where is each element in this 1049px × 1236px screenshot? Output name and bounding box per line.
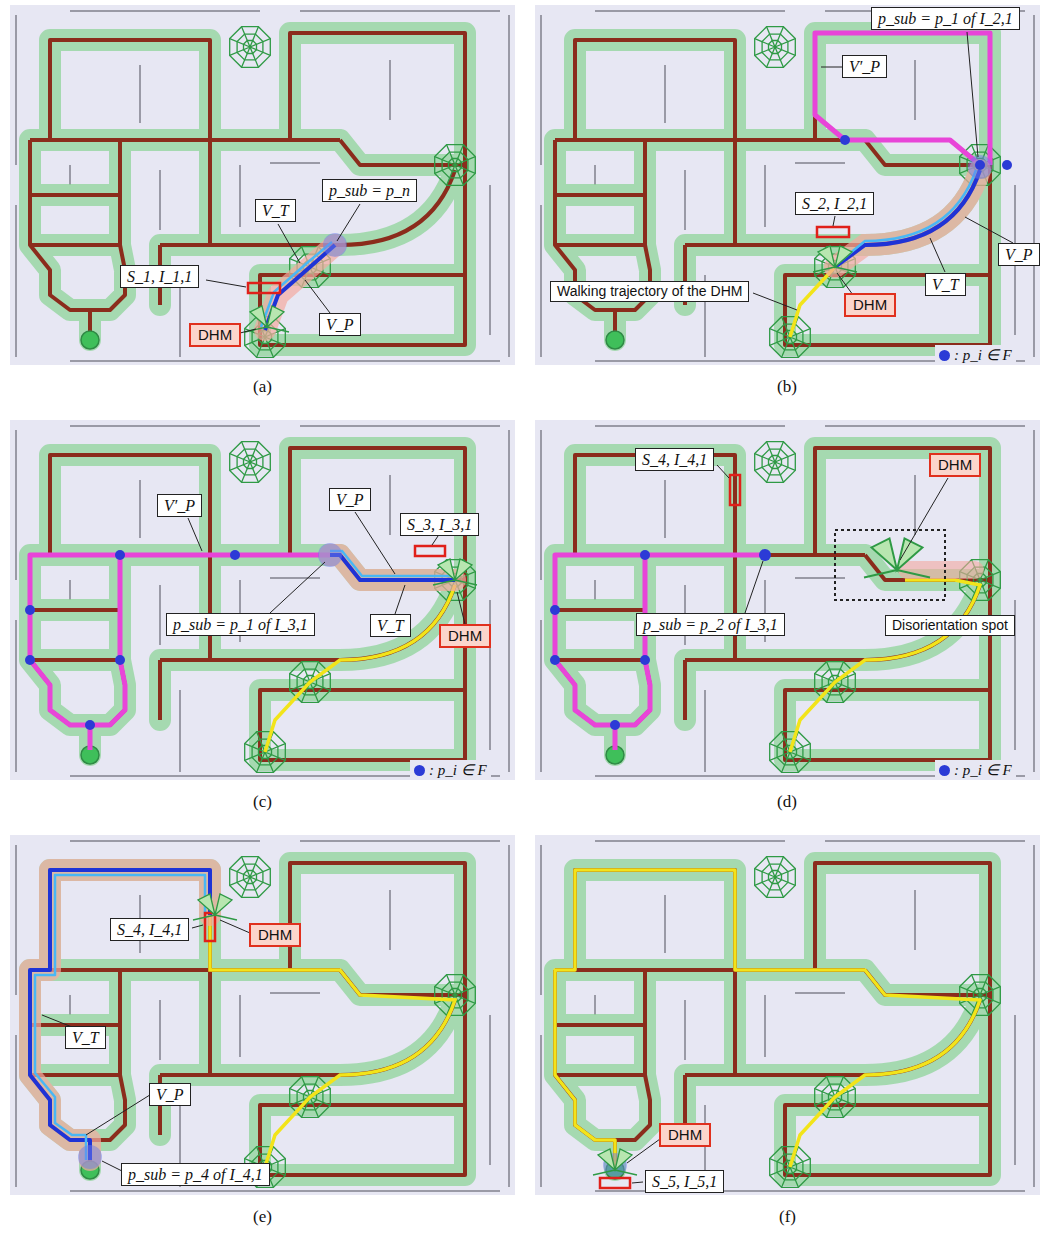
callout-box: Disorientation spot: [885, 615, 1015, 636]
legend-text: : p_i ∈ F: [429, 761, 487, 779]
callout-box: V_T: [370, 614, 411, 637]
panel-label: (d): [777, 792, 797, 812]
callout-text: p_sub = p_1 of I_2,1: [878, 9, 1013, 28]
callout-box: S_4, I_4,1: [635, 448, 714, 471]
legend-dot: [939, 350, 950, 361]
callout-box: V_T: [65, 1026, 106, 1049]
callout-text: DHM: [258, 926, 292, 944]
dhm-box: DHM: [189, 323, 241, 347]
callout-box: V_P: [998, 243, 1040, 266]
callout-box: V′_P: [842, 55, 887, 78]
panel-a-map: [10, 5, 515, 365]
legend-entry: : p_i ∈ F: [935, 760, 1016, 780]
panel-label: (a): [253, 377, 272, 397]
callout-box: S_3, I_3,1: [400, 513, 479, 536]
callout-box: V_P: [319, 313, 361, 336]
callout-text: S_4, I_4,1: [117, 920, 182, 939]
dhm-box: DHM: [439, 624, 491, 648]
callout-text: p_sub = p_n: [329, 181, 410, 200]
callout-text: V_P: [326, 315, 354, 334]
panel-e-map: [10, 835, 515, 1195]
panel-label: (b): [777, 377, 797, 397]
panel-d-map: [535, 420, 1040, 780]
legend-text: : p_i ∈ F: [954, 761, 1012, 779]
callout-box: S_1, I_1,1: [120, 265, 199, 288]
callout-box: S_4, I_4,1: [110, 918, 189, 941]
callout-text: V_T: [932, 275, 959, 294]
callout-text: V_T: [377, 616, 404, 635]
legend-entry: : p_i ∈ F: [410, 760, 491, 780]
callout-text: S_1, I_1,1: [127, 267, 192, 286]
callout-text: DHM: [853, 296, 887, 314]
callout-box: p_sub = p_1 of I_3,1: [166, 613, 315, 636]
callout-box: p_sub = p_4 of I_4,1: [121, 1163, 270, 1186]
legend-dot: [939, 765, 950, 776]
callout-box: S_2, I_2,1: [795, 192, 874, 215]
callout-box: Walking trajectory of the DHM: [550, 281, 749, 302]
callout-text: S_4, I_4,1: [642, 450, 707, 469]
panel-label: (e): [253, 1207, 272, 1227]
callout-text: S_2, I_2,1: [802, 194, 867, 213]
callout-box: V_P: [149, 1083, 191, 1106]
callout-text: V′_P: [849, 57, 880, 76]
callout-text: S_3, I_3,1: [407, 515, 472, 534]
callout-text: V_P: [156, 1085, 184, 1104]
callout-text: p_sub = p_4 of I_4,1: [128, 1165, 263, 1184]
callout-box: V_P: [329, 488, 371, 511]
dhm-box: DHM: [929, 453, 981, 477]
panel-c-map: [10, 420, 515, 780]
callout-box: V_T: [925, 273, 966, 296]
callout-text: DHM: [938, 456, 972, 474]
panel-b-map: [535, 5, 1040, 365]
callout-box: p_sub = p_1 of I_2,1: [871, 7, 1020, 30]
callout-text: p_sub = p_1 of I_3,1: [173, 615, 308, 634]
callout-text: DHM: [198, 326, 232, 344]
callout-text: V′_P: [164, 496, 195, 515]
dhm-box: DHM: [249, 923, 301, 947]
callout-text: p_sub = p_2 of I_3,1: [643, 615, 778, 634]
legend-text: : p_i ∈ F: [954, 346, 1012, 364]
callout-box: S_5, I_5,1: [645, 1170, 724, 1193]
callout-text: Disorientation spot: [892, 617, 1008, 634]
dhm-box: DHM: [659, 1123, 711, 1147]
callout-text: V_P: [1005, 245, 1033, 264]
callout-text: V_T: [72, 1028, 99, 1047]
panel-label: (c): [253, 792, 272, 812]
callout-text: V_T: [262, 201, 289, 220]
callout-text: S_5, I_5,1: [652, 1172, 717, 1191]
callout-text: Walking trajectory of the DHM: [557, 283, 742, 300]
callout-box: p_sub = p_n: [322, 179, 417, 202]
callout-text: DHM: [668, 1126, 702, 1144]
callout-box: p_sub = p_2 of I_3,1: [636, 613, 785, 636]
callout-text: V_P: [336, 490, 364, 509]
legend-dot: [414, 765, 425, 776]
panel-f-map: [535, 835, 1040, 1195]
callout-text: DHM: [448, 627, 482, 645]
callout-box: V_T: [255, 199, 296, 222]
panel-label: (f): [779, 1207, 796, 1227]
dhm-box: DHM: [844, 293, 896, 317]
legend-entry: : p_i ∈ F: [935, 345, 1016, 365]
callout-box: V′_P: [157, 494, 202, 517]
